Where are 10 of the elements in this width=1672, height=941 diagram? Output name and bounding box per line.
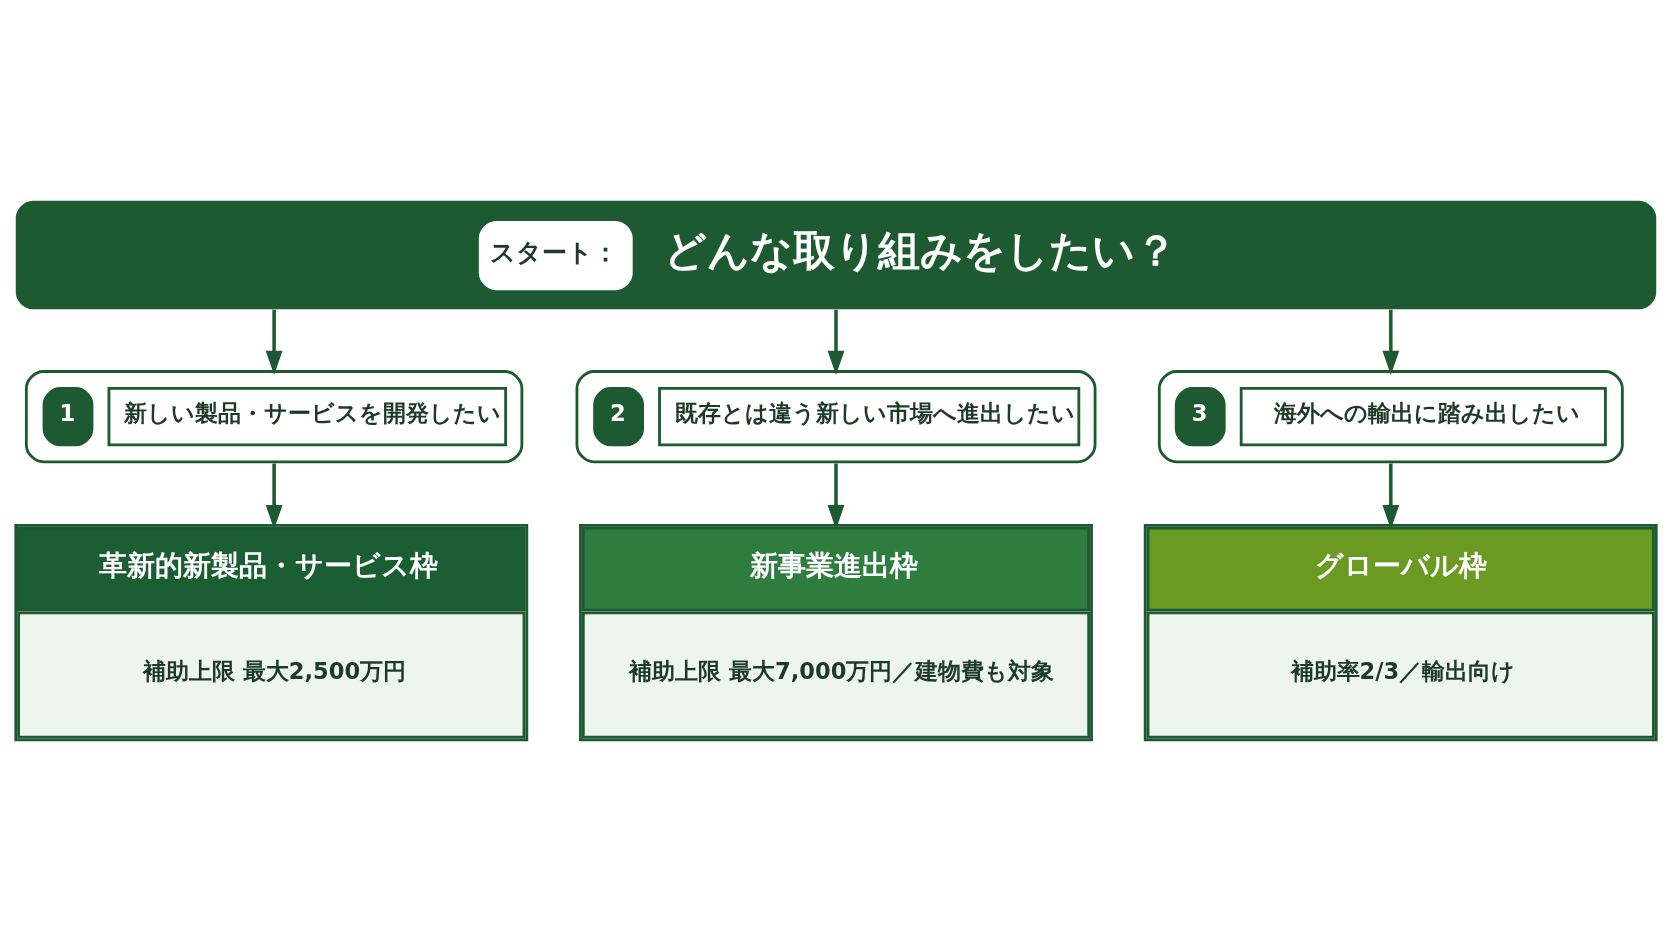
- arrow: [265, 463, 283, 529]
- node-box: 3 海外への輸出に踏み出したい: [1157, 369, 1624, 463]
- node-box: 2 既存とは違う新しい市場へ進出したい: [575, 369, 1097, 463]
- node-box: スタート： どんな取り組みをしたい？: [15, 200, 1657, 309]
- node-box: 1 新しい製品・サービスを開発したい: [24, 369, 524, 463]
- arrow: [827, 309, 845, 375]
- arrow: [1382, 463, 1400, 529]
- arrow: [827, 463, 845, 529]
- arrow: [1382, 309, 1400, 375]
- arrow: [265, 309, 283, 375]
